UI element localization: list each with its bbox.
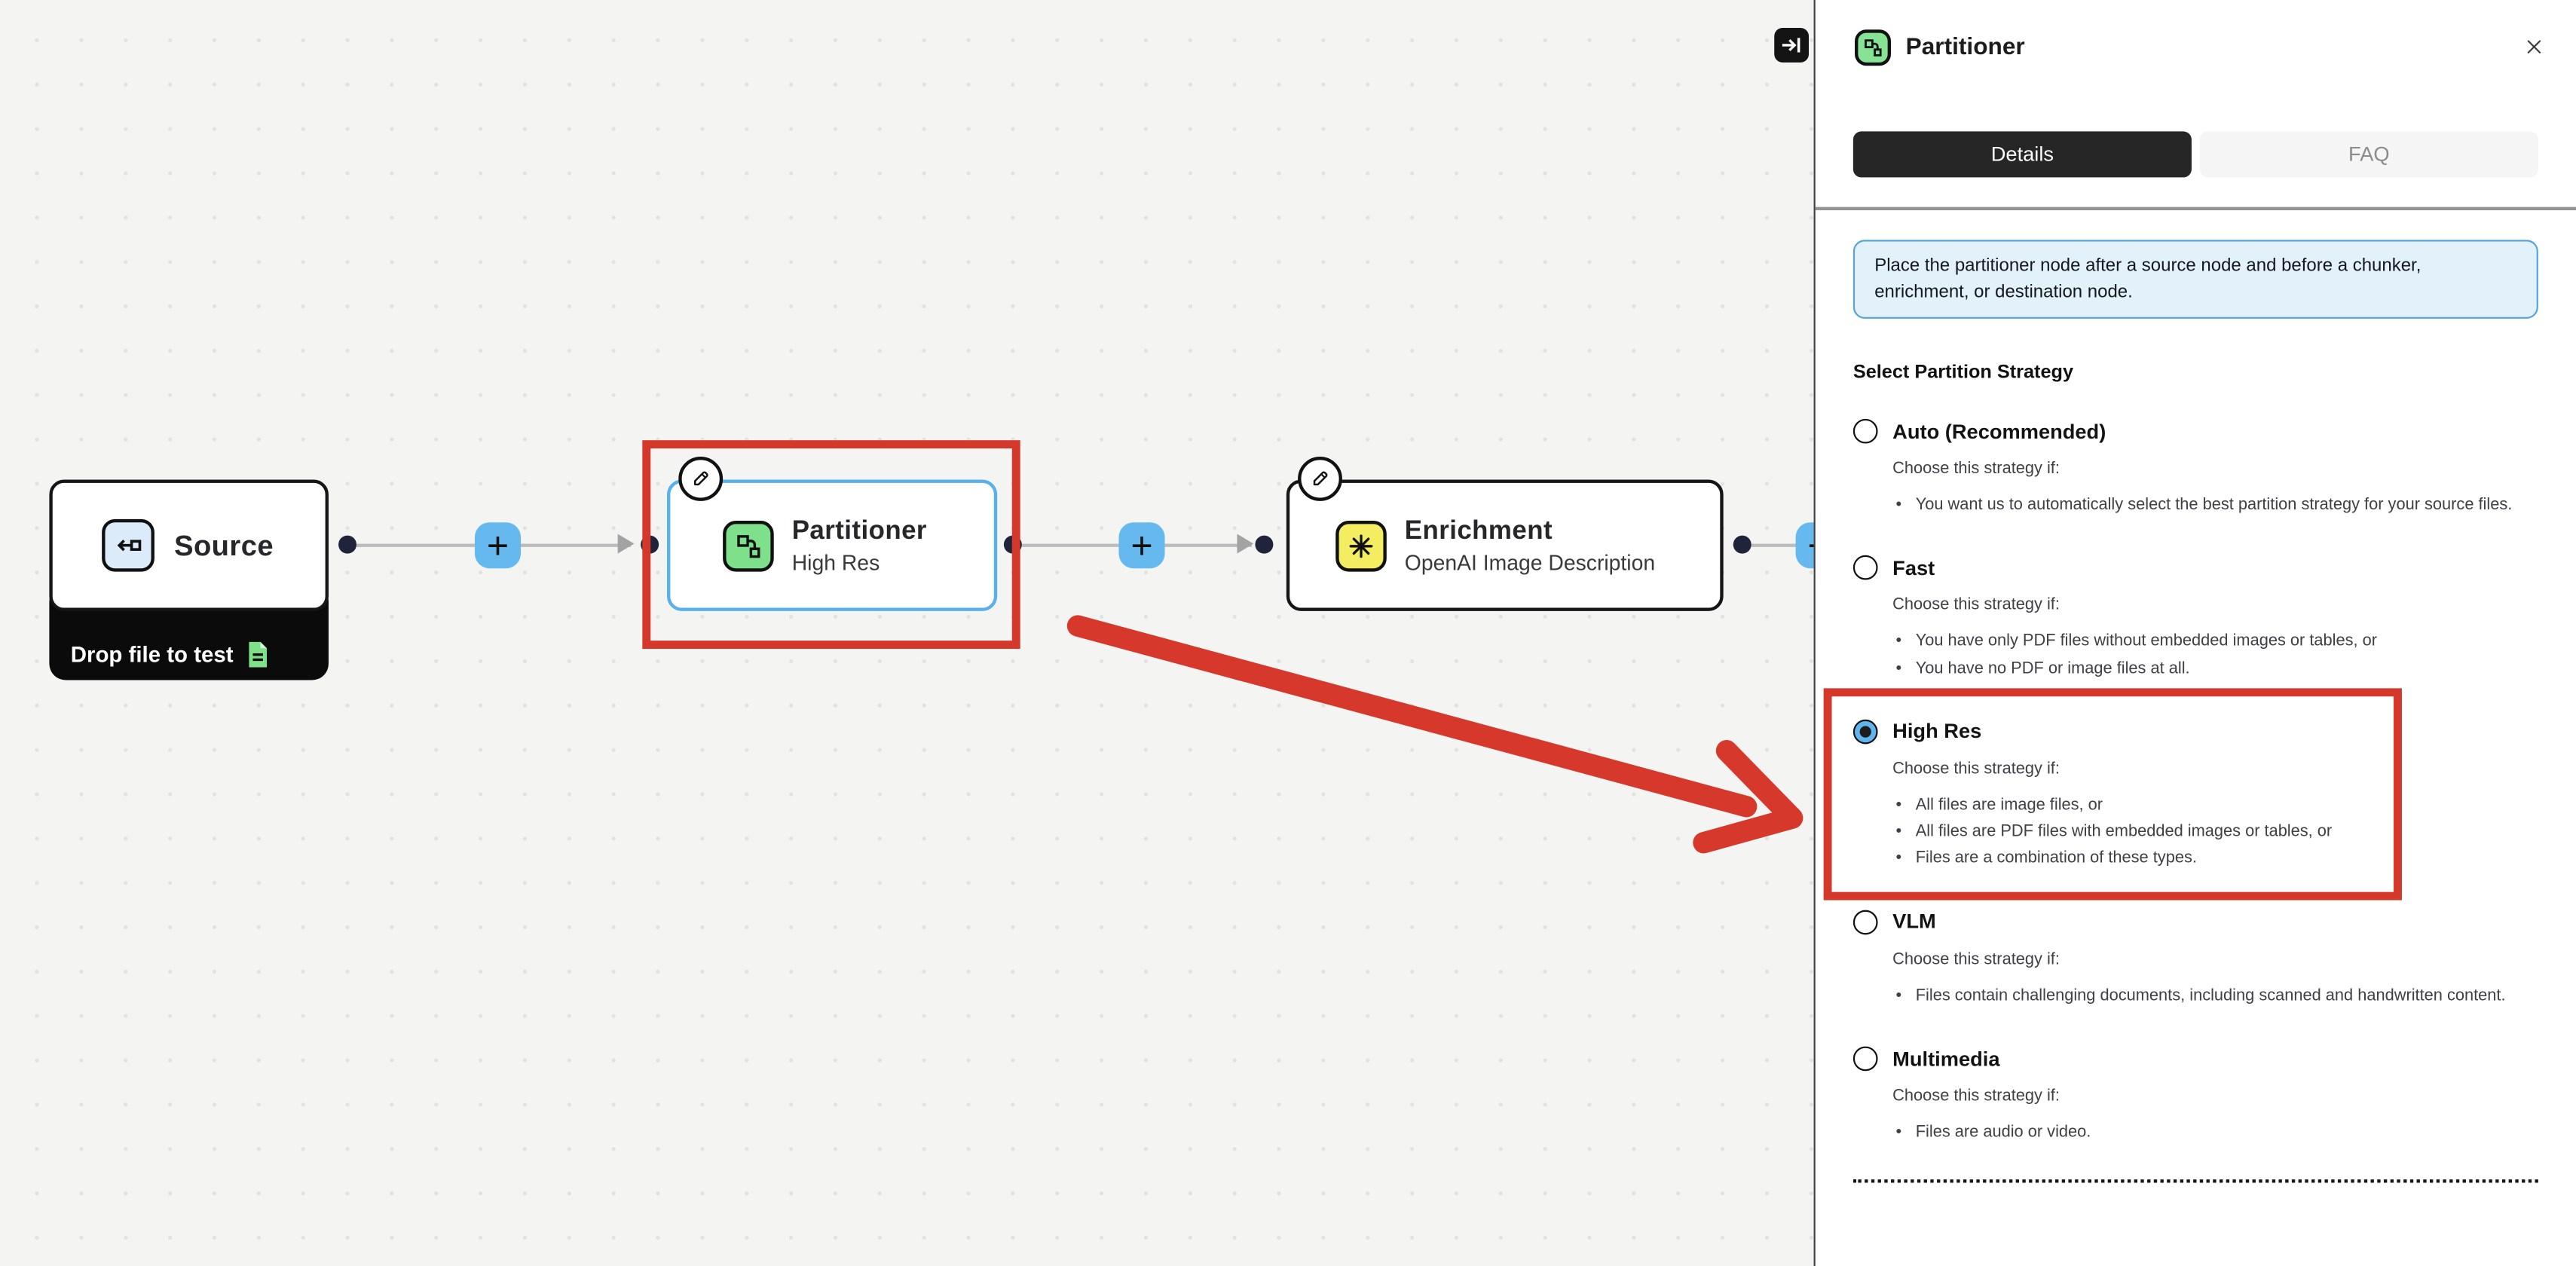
pencil-icon	[693, 471, 708, 486]
strategy-heading: Select Partition Strategy	[1852, 361, 2074, 383]
node-subtitle: High Res	[791, 549, 880, 574]
panel-title: Partitioner	[1905, 34, 2025, 61]
bullet: Files contain challenging documents, inc…	[1894, 983, 2518, 1011]
node-source[interactable]: Source	[49, 479, 329, 611]
collapse-panel-icon	[1782, 38, 1800, 53]
add-node-button-1[interactable]: +	[474, 522, 522, 569]
bullet: All files are PDF files with embedded im…	[1894, 820, 2518, 847]
option-multimedia: Multimedia Choose this strategy if: File…	[1852, 1046, 2538, 1148]
choose-label: Choose this strategy if:	[1892, 1087, 2060, 1106]
edge-arrowhead	[617, 534, 635, 554]
option-bullets: You have only PDF files without embedded…	[1894, 630, 2518, 684]
section-divider	[1852, 1179, 2538, 1184]
close-panel-button[interactable]	[2520, 33, 2548, 61]
node-subtitle: OpenAI Image Description	[1404, 549, 1656, 574]
tab-faq[interactable]: FAQ	[2199, 131, 2538, 178]
node-title: Partitioner	[791, 516, 927, 545]
radio-row-fast[interactable]: Fast	[1852, 555, 2538, 581]
option-vlm: VLM Choose this strategy if: Files conta…	[1852, 910, 2538, 1011]
option-auto: Auto (Recommended) Choose this strategy …	[1852, 418, 2538, 520]
option-bullets: All files are image files, or All files …	[1894, 794, 2518, 874]
radio-vlm[interactable]	[1852, 910, 1878, 934]
source-icon	[102, 518, 154, 572]
partitioner-input-port[interactable]	[641, 535, 659, 554]
choose-label: Choose this strategy if:	[1892, 950, 2060, 969]
add-node-button-2[interactable]: +	[1118, 522, 1165, 569]
option-label: High Res	[1892, 720, 1982, 744]
panel-content: Place the partitioner node after a sourc…	[1816, 210, 2576, 1266]
add-node-button-3[interactable]: +	[1795, 522, 1814, 569]
option-bullets: Files are audio or video.	[1894, 1121, 2518, 1148]
panel-header: Partitioner	[1816, 0, 2576, 95]
partitioner-icon	[723, 519, 774, 571]
node-enrichment[interactable]: Enrichment OpenAI Image Description	[1286, 479, 1724, 611]
option-bullets: Files contain challenging documents, inc…	[1894, 983, 2518, 1011]
enrichment-icon	[1335, 519, 1387, 571]
bullet: Files are a combination of these types.	[1894, 847, 2518, 874]
option-label: VLM	[1892, 910, 1936, 934]
choose-label: Choose this strategy if:	[1892, 596, 2060, 615]
radio-auto[interactable]	[1852, 418, 1878, 444]
option-fast: Fast Choose this strategy if: You have o…	[1852, 555, 2538, 684]
radio-row-vlm[interactable]: VLM	[1852, 910, 2538, 934]
node-title: Enrichment	[1404, 516, 1553, 545]
bullet: You want us to automatically select the …	[1894, 493, 2518, 520]
radio-row-highres[interactable]: High Res	[1852, 719, 2538, 745]
node-title: Source	[174, 528, 274, 561]
edit-enrichment-button[interactable]	[1298, 456, 1342, 501]
file-icon	[249, 641, 268, 667]
tab-details[interactable]: Details	[1852, 131, 2192, 178]
bullet: Files are audio or video.	[1894, 1121, 2518, 1148]
tabs-divider	[1815, 206, 2576, 211]
workflow-canvas[interactable]: Drop file to test Source	[0, 0, 1814, 1266]
option-label: Fast	[1892, 556, 1935, 580]
bullet: All files are image files, or	[1894, 794, 2518, 821]
option-highres: High Res Choose this strategy if: All fi…	[1823, 688, 2538, 901]
bullet: You have no PDF or image files at all.	[1894, 656, 2518, 683]
radio-fast[interactable]	[1852, 555, 1878, 581]
edge-arrowhead	[1237, 534, 1254, 554]
enrichment-output-port[interactable]	[1733, 535, 1751, 554]
pencil-icon	[1313, 471, 1328, 486]
edge-enrichment-next	[1751, 543, 1797, 547]
drop-file-label: Drop file to test	[70, 641, 234, 666]
edit-partitioner-button[interactable]	[678, 456, 724, 501]
radio-row-auto[interactable]: Auto (Recommended)	[1852, 418, 2538, 444]
choose-label: Choose this strategy if:	[1892, 760, 2060, 779]
partitioner-details-panel: Partitioner Details FAQ Place the partit…	[1813, 0, 2576, 1266]
radio-highres[interactable]	[1852, 719, 1878, 745]
option-label: Multimedia	[1892, 1047, 2000, 1071]
radio-row-multimedia[interactable]: Multimedia	[1852, 1046, 2538, 1072]
source-output-port[interactable]	[338, 535, 357, 554]
partitioner-output-port[interactable]	[1003, 535, 1022, 554]
panel-tabs: Details FAQ	[1852, 131, 2538, 178]
choose-label: Choose this strategy if:	[1892, 460, 2060, 479]
node-partitioner[interactable]: Partitioner High Res	[667, 479, 998, 611]
bullet: You have only PDF files without embedded…	[1894, 630, 2518, 657]
close-icon	[2527, 40, 2541, 54]
option-label: Auto (Recommended)	[1892, 419, 2106, 443]
info-callout: Place the partitioner node after a sourc…	[1852, 240, 2538, 319]
enrichment-input-port[interactable]	[1255, 535, 1274, 554]
partitioner-icon	[1855, 29, 1892, 66]
option-bullets: You want us to automatically select the …	[1894, 493, 2518, 520]
radio-multimedia[interactable]	[1852, 1046, 1878, 1072]
collapse-panel-button[interactable]	[1774, 28, 1810, 63]
